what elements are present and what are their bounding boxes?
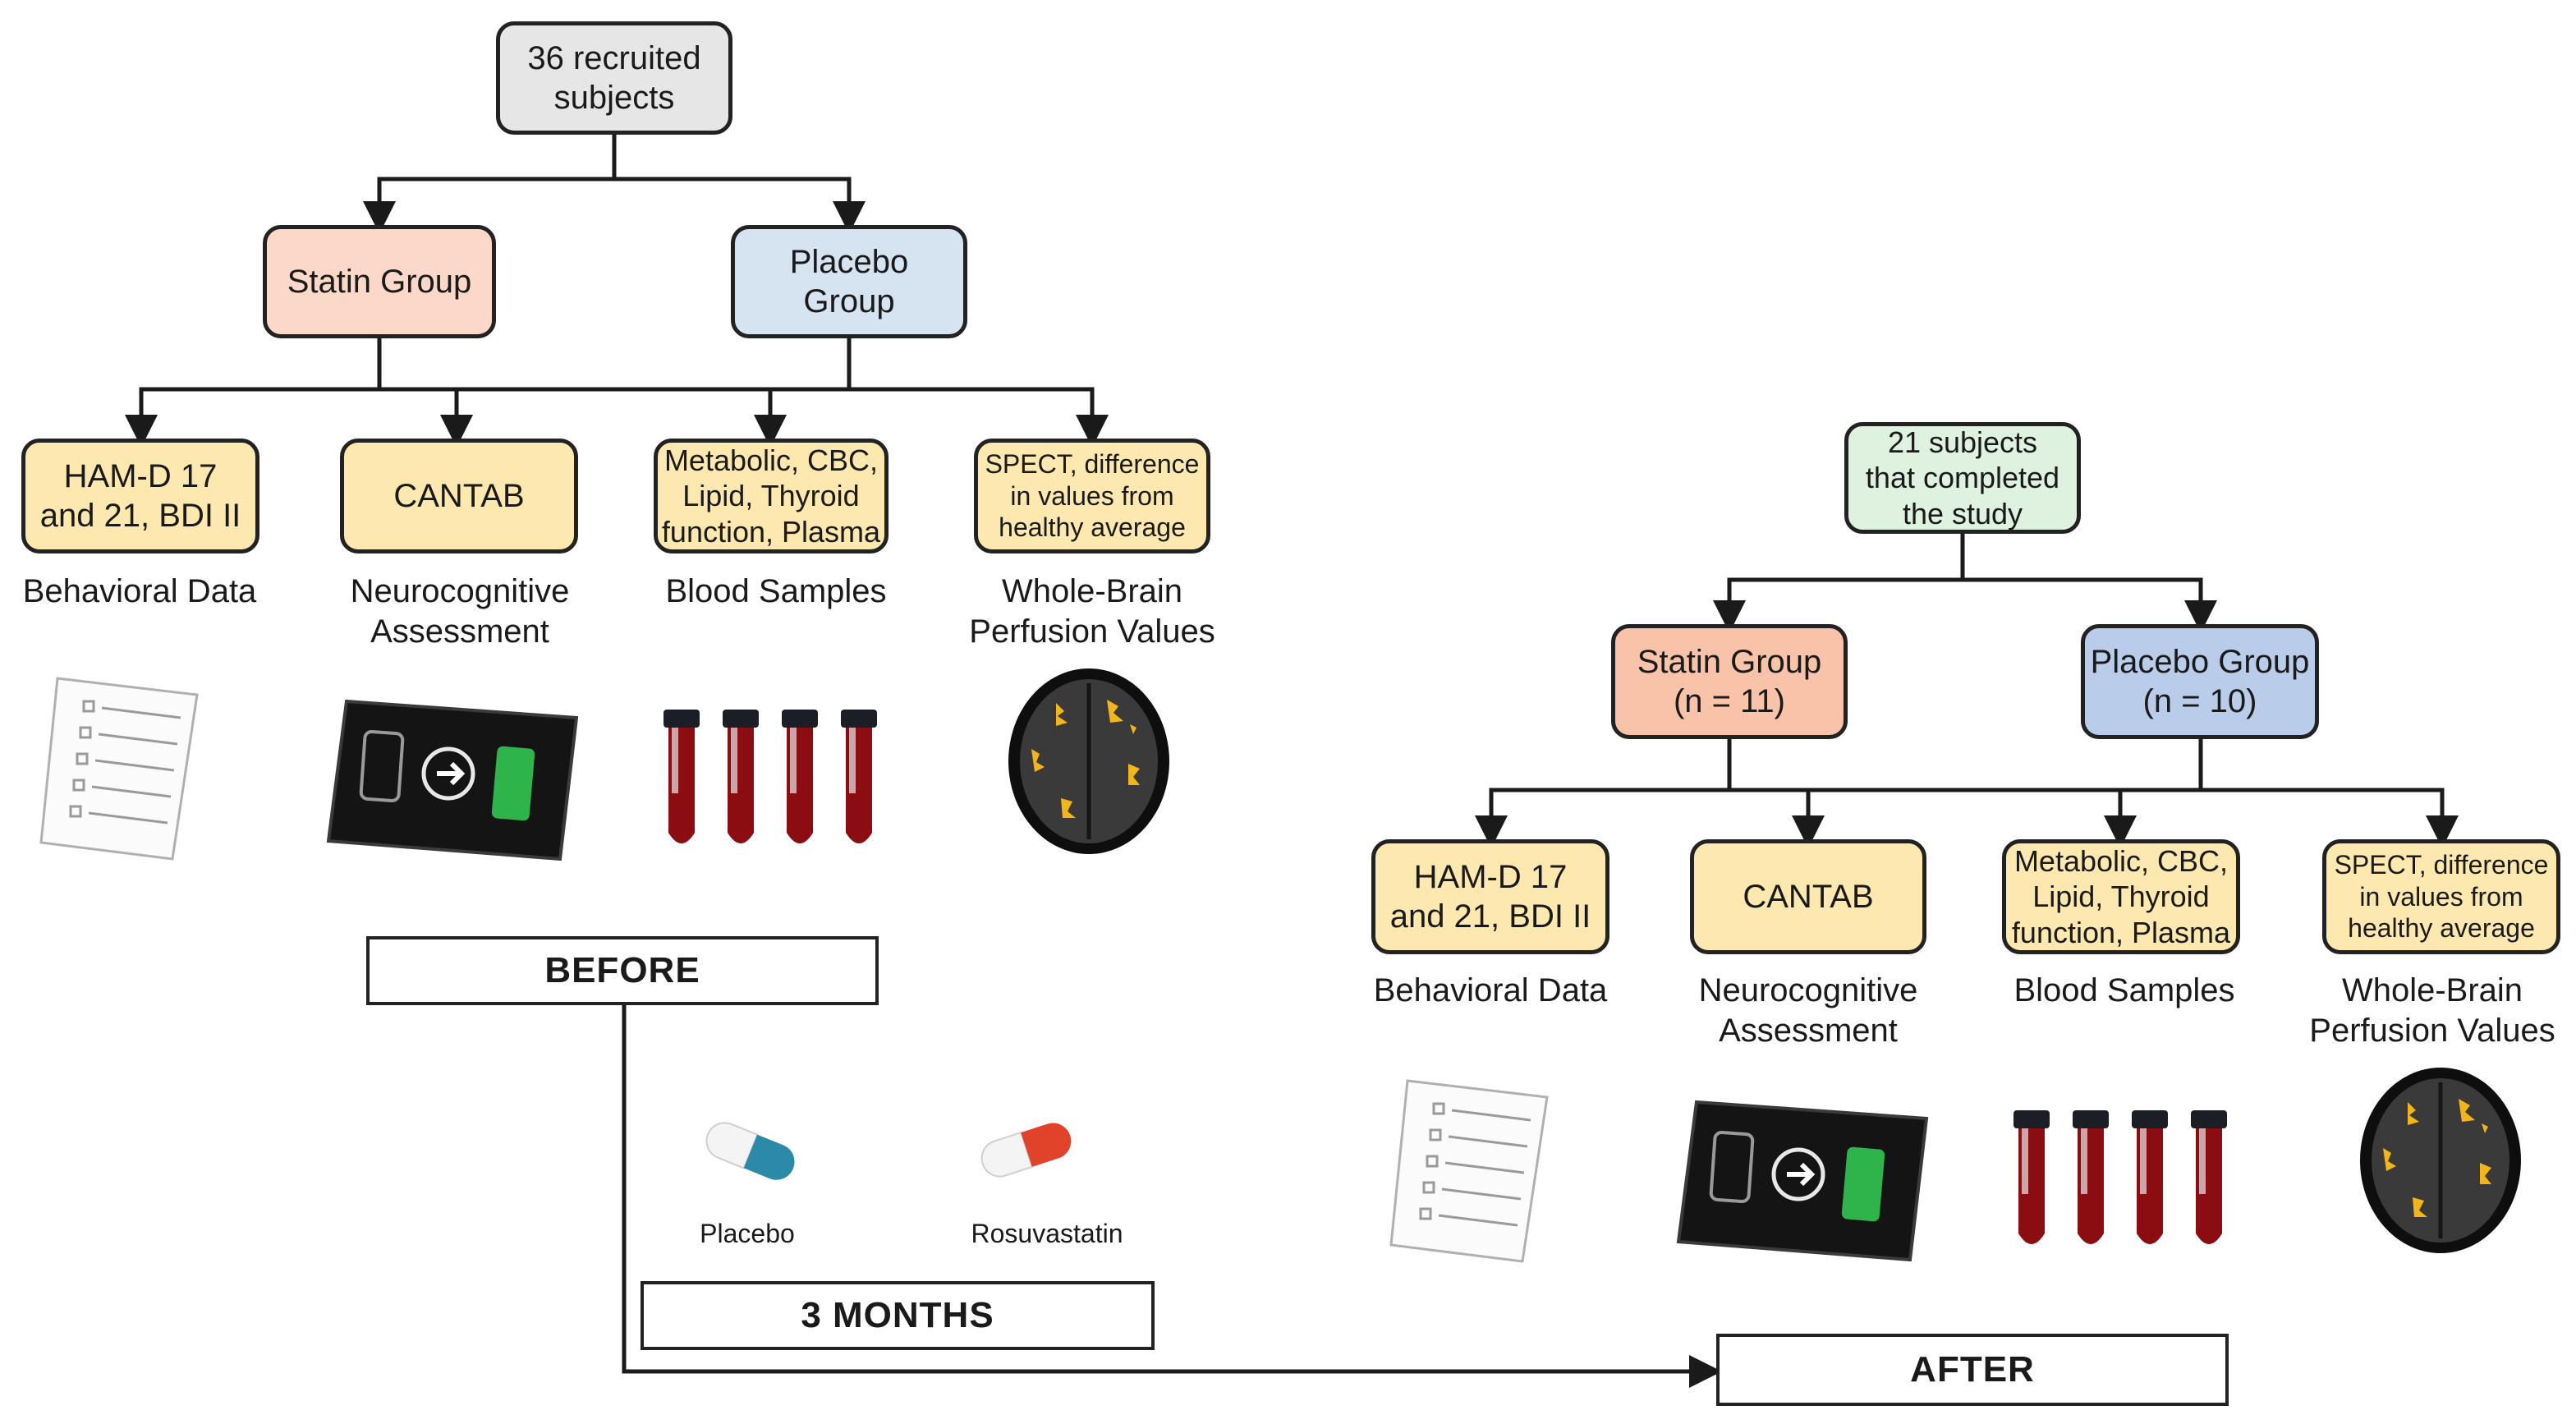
blood-measure-box-after: Metabolic, CBC, Lipid, Thyroid function,… [2002,839,2240,954]
placebo-pill-icon [705,1122,795,1180]
recruited-subjects-box: 36 recruited subjects [496,21,732,135]
neurocognitive-label: Neurocognitive Assessment [350,573,570,650]
blood-samples-label: Blood Samples [665,573,887,609]
cantab-box: CANTAB [340,439,578,554]
neurocognitive-label-after: Neurocognitive Assessment [1698,972,1918,1049]
placebo-group-n-box: Placebo Group (n = 10) [2081,624,2319,739]
placebo-group-box: Placebo Group [731,225,967,338]
after-phase-box: AFTER [1716,1334,2229,1406]
spect-measure-box: SPECT, difference in values from healthy… [974,439,1210,554]
statin-group-box: Statin Group [263,225,496,338]
perfusion-label: Whole-Brain Perfusion Values [969,573,1215,650]
completed-subjects-box: 21 subjects that completed the study [1844,422,2081,534]
behavioral-measure-box-after: HAM-D 17 and 21, BDI II [1371,839,1609,954]
brain-scan-icon-after [2360,1068,2521,1253]
rosuvastatin-pill-label: Rosuvastatin [971,1219,1123,1248]
questionnaire-icon [39,677,199,861]
perfusion-label-after: Whole-Brain Perfusion Values [2309,972,2555,1049]
brain-scan-icon [1008,668,1169,854]
tablet-icon [326,699,579,861]
blood-tubes-icon [664,710,877,843]
behavioral-data-label: Behavioral Data [22,573,257,609]
statin-group-n-box: Statin Group (n = 11) [1611,624,1848,739]
three-months-phase-box: 3 MONTHS [641,1281,1155,1350]
cantab-box-after: CANTAB [1690,839,1926,954]
rosuvastatin-pill-icon [980,1123,1072,1178]
questionnaire-icon-after [1389,1079,1549,1263]
behavioral-measure-box: HAM-D 17 and 21, BDI II [21,439,259,554]
blood-tubes-icon-after [2014,1110,2227,1244]
tablet-icon-after [1676,1100,1929,1262]
behavioral-data-label-after: Behavioral Data [1373,972,1608,1008]
before-phase-box: BEFORE [366,936,879,1005]
spect-measure-box-after: SPECT, difference in values from healthy… [2322,839,2560,954]
blood-measure-box: Metabolic, CBC, Lipid, Thyroid function,… [654,439,889,554]
placebo-pill-label: Placebo [700,1219,795,1248]
blood-samples-label-after: Blood Samples [2014,972,2235,1008]
